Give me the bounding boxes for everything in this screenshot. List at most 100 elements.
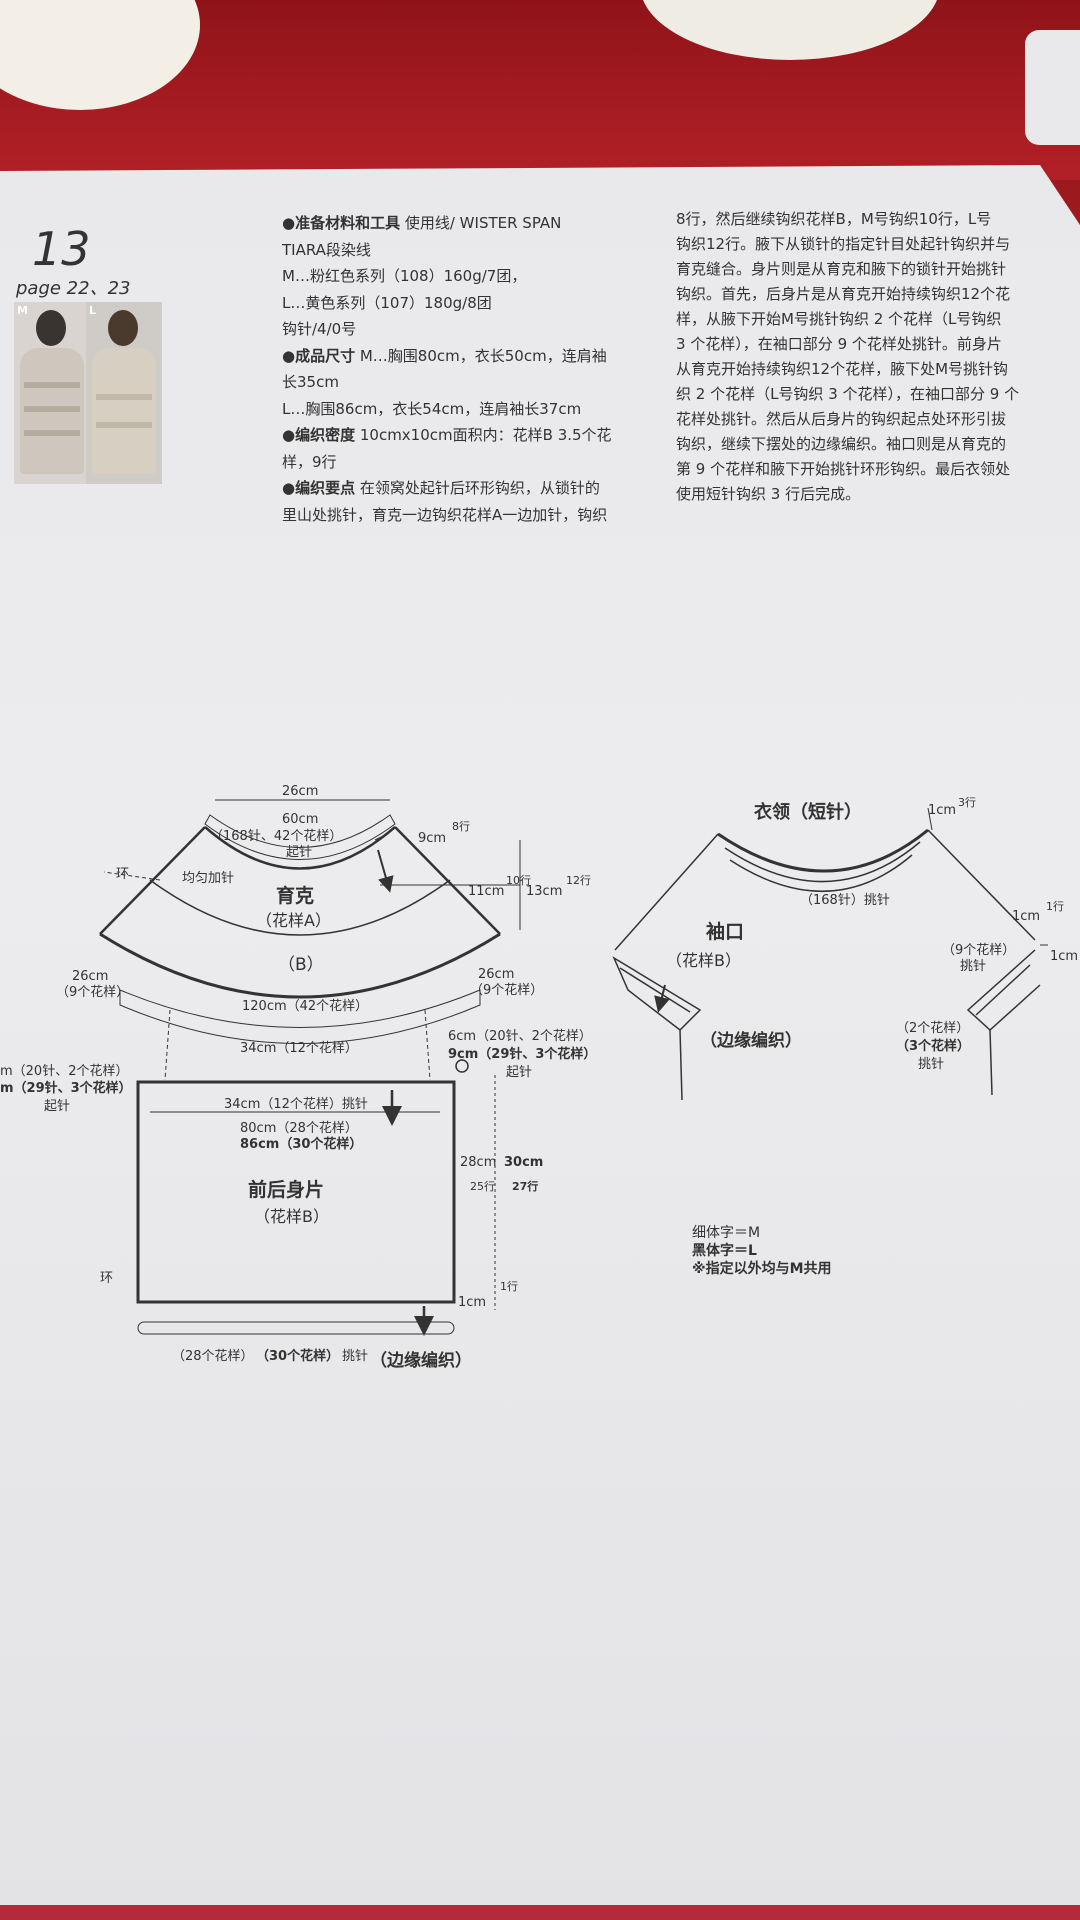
yoke-right-side: 26cm <box>478 967 514 982</box>
sleeve-edge-label: （边缘编织） <box>700 1030 802 1051</box>
instruction-line: 样，从腋下开始M号挑针钩织 2 个花样（L号钩织 <box>676 309 1002 328</box>
instruction-line: ●编织要点 在领窝处起针后环形钩织，从锁针的 <box>282 477 652 500</box>
body-ring-label: 环 <box>100 1271 113 1286</box>
border-rows: 1行 <box>500 1280 518 1293</box>
sleeve-direction-arrow <box>654 984 670 1013</box>
instruction-line: 钩织12行。腋下从锁针的指定针目处起针钩织并与 <box>676 234 1011 253</box>
instruction-line: 从育克开始持续钩织12个花样，腋下处M号挑针钩 <box>676 359 1009 378</box>
instruction-line: 里山处挑针，育克一边钩织花样A一边加针，钩织 <box>282 504 652 527</box>
yoke-bottom-band <box>119 989 481 1044</box>
instruction-line: 织 2 个花样（L号钩织 3 个花样），在袖口部分 9 个 <box>676 384 1020 403</box>
instruction-line: 钩织。首先，后身片是从育克开始持续钩织12个花 <box>676 284 1011 303</box>
legend-note: ※指定以外均与M共用 <box>692 1261 832 1277</box>
legend: 细体字＝M 黑体字＝L ※指定以外均与M共用 <box>692 1224 832 1278</box>
instruction-text: L…胸围86cm，衣长54cm，连肩袖长37cm <box>282 399 582 418</box>
instruction-line: 第 9 个花样和腋下开始挑针环形钩织。最后衣领处 <box>676 459 1011 478</box>
background-object <box>1025 30 1080 145</box>
instruction-line: 钩织，继续下摆处的边缘编织。袖口则是从育克的 <box>676 434 1007 453</box>
body-title: 前后身片 <box>248 1178 324 1201</box>
instruction-text: 里山处挑针，育克一边钩织花样A一边加针，钩织 <box>282 505 608 524</box>
hem-pickup-suffix: 挑针 <box>342 1349 368 1364</box>
right-rows: 1行 <box>1046 900 1064 913</box>
legend-thin: 细体字＝M <box>692 1225 761 1241</box>
underarm-l: （3个花样） <box>896 1038 970 1054</box>
instruction-text: 钩针/4/0号 <box>282 320 357 338</box>
underarm-m: （2个花样） <box>896 1020 969 1036</box>
yoke-direction-arrow <box>377 849 394 893</box>
instruction-text: 在领窝处起针后环形钩织，从锁针的 <box>355 479 600 497</box>
yoke-neck-edge <box>204 826 396 870</box>
yoke-height-11: 11cm <box>468 884 504 899</box>
instruction-text: 10cmx10cm面积内：花样B 3.5个花 <box>355 426 612 444</box>
instruction-line: ●成品尺寸 M…胸围80cm，衣长50cm，连肩袖 <box>282 345 652 368</box>
body-rows-m: 25行 <box>470 1180 495 1193</box>
yoke-height-13: 13cm <box>526 884 562 899</box>
collar-sleeve-diagram <box>612 807 1048 1101</box>
sleeve-title: 袖口 <box>706 920 744 943</box>
body-left-start: 起针 <box>44 1099 70 1114</box>
instruction-text: 样，9行 <box>282 452 337 471</box>
instruction-heading: ●编织要点 <box>282 479 356 497</box>
body-diagram <box>136 1059 496 1335</box>
collar-size: 1cm <box>928 803 956 818</box>
hem-pickup-l: （30个花样） <box>256 1348 339 1364</box>
yoke-diagram <box>99 799 521 1081</box>
right-cuff <box>966 949 1041 1032</box>
far-right-size: 1cm <box>1050 949 1078 964</box>
body-rows-l: 27行 <box>512 1179 538 1193</box>
yoke-rows-12: 12行 <box>566 874 591 887</box>
instruction-text: L…黄色系列（107）180g/8团 <box>282 293 492 312</box>
instruction-line: 育克缝合。身片则是从育克和腋下的锁针开始挑针 <box>676 259 1007 278</box>
background-fabric <box>0 1905 1080 1920</box>
body-height-m: 28cm <box>460 1155 496 1170</box>
hem-pickup-m: （28个花样） <box>172 1348 254 1364</box>
sleeve-pattern: （花样B） <box>666 951 741 970</box>
right-pick: （9个花样） <box>942 942 1015 958</box>
underarm-suffix: 挑针 <box>918 1057 944 1072</box>
collar-band-inner <box>724 841 921 883</box>
yoke-pattern-b: （B） <box>278 955 324 975</box>
yoke-left-side <box>99 826 206 935</box>
instruction-line: M…粉红色系列（108）160g/7团， <box>282 265 652 288</box>
collar-rows: 3行 <box>958 796 976 809</box>
yoke-title: 育克 <box>276 884 314 907</box>
collar-title: 衣领（短针） <box>754 801 862 823</box>
hem-edge-label: （边缘编织） <box>370 1350 472 1371</box>
instruction-line: 花样处挑针。然后从后身片的钩织起点处环形引拔 <box>676 409 1007 428</box>
right-size: 1cm <box>1012 909 1040 924</box>
yoke-rows-10: 10行 <box>506 874 531 887</box>
yoke-rows-8: 8行 <box>452 820 470 833</box>
book-page <box>0 165 1080 1920</box>
body-height-l: 30cm <box>504 1155 543 1170</box>
body-panel <box>136 1080 456 1304</box>
instruction-line: ●编织密度 10cmx10cm面积内：花样B 3.5个花 <box>282 424 652 447</box>
collar-band-outer <box>717 828 929 873</box>
yoke-bottom-width: 120cm（42个花样） <box>242 998 368 1014</box>
model-photo-m: M <box>14 302 90 484</box>
instruction-heading: ●编织密度 <box>282 426 356 444</box>
instruction-line: 3 个花样），在袖口部分 9 个花样处挑针。前身片 <box>676 334 1002 353</box>
instruction-line: 钩针/4/0号 <box>282 318 652 341</box>
instruction-line: TIARA段染线 <box>282 239 652 262</box>
instruction-heading: ●准备材料和工具 <box>282 214 401 232</box>
yoke-separator-width: 34cm（12个花样） <box>240 1040 358 1056</box>
pattern-number: 13 <box>32 222 91 276</box>
right-pick-suffix: 挑针 <box>960 959 986 974</box>
instruction-line: 使用短针钩织 3 行后完成。 <box>676 484 861 503</box>
body-right-start: 起针 <box>506 1065 532 1080</box>
yoke-left-side: 26cm <box>72 969 108 984</box>
body-right-m: 6cm（20针、2个花样） <box>448 1028 592 1044</box>
body-pattern: （花样B） <box>254 1207 329 1226</box>
photo-label-m: M <box>17 304 28 317</box>
instructions-column-1: ●准备材料和工具 使用线/ WISTER SPAN TIARA段染线 M…粉红色系列… <box>282 208 652 530</box>
instruction-text: M…粉红色系列（108）160g/7团， <box>282 267 527 285</box>
yoke-neck-ch: 60cm <box>282 812 318 827</box>
yoke-start-marker <box>204 814 396 860</box>
instructions-column-2: 8行，然后继续钩织花样B，M号钩织10行，L号钩织12行。腋下从锁针的指定针目处… <box>676 205 1046 508</box>
collar-pickup: （168针）挑针 <box>800 893 890 908</box>
instruction-line: 长35cm <box>282 371 652 394</box>
instruction-line: ●准备材料和工具 使用线/ WISTER SPAN <box>282 212 652 235</box>
yoke-right-side-sub: （9个花样） <box>470 982 543 998</box>
instruction-line: L…胸围86cm，衣长54cm，连肩袖长37cm <box>282 398 652 421</box>
instruction-line: 样，9行 <box>282 451 652 474</box>
